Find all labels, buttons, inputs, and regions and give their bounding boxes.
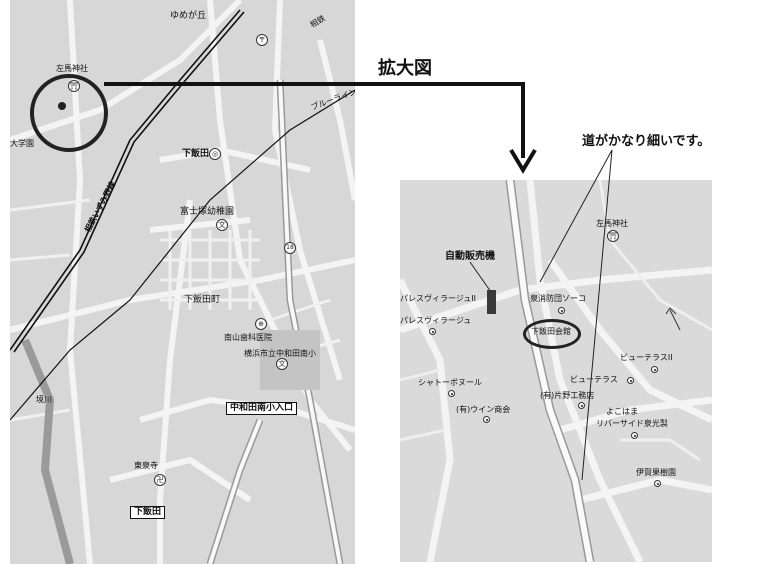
poi-dot-icon: [631, 432, 638, 439]
shrine-icon: ⛩: [607, 230, 619, 242]
label-katano: (有)片野工務店: [540, 391, 595, 400]
label-fujitsuka: 富士塚幼稚園: [180, 207, 235, 217]
overview-map-roads: [10, 0, 355, 564]
road-note: 道がかなり細いです。: [582, 134, 711, 149]
poi-dot-icon: [429, 328, 436, 335]
label-shimoiida-town: 下飯田町: [184, 295, 221, 305]
post-office-icon: 〒: [256, 34, 268, 46]
label-palace: パレスヴィラージュ: [400, 316, 472, 325]
zoomed-map-roads: [400, 180, 712, 562]
poi-dot-icon: [578, 402, 585, 409]
poi-dot-icon: [483, 416, 490, 423]
dental-icon: ⊕: [255, 318, 267, 330]
label-iga: 伊賀果樹園: [636, 468, 676, 477]
label-ueno: (有)ウイン商会: [456, 405, 511, 414]
label-shimoiida-bottom: 下飯田: [130, 506, 166, 519]
label-yumegaoka: ゆめが丘: [170, 11, 207, 21]
zoomed-map[interactable]: ⛩ 左馬神社 パレスヴィラージュII パレスヴィラージュ シャトーボヌール (有…: [400, 180, 712, 562]
school-icon: 文: [276, 358, 288, 370]
label-tosenji: 東泉寺: [134, 461, 158, 470]
poi-dot-icon: [448, 390, 455, 397]
label-nakawada-entrance: 中和田南小入口: [226, 402, 298, 415]
overview-map[interactable]: ⛩ 〒 文 ⊕ 文 卍 ◎ 18 ゆめが丘 左馬神社 大学園 下飯田 富士塚幼稚…: [10, 0, 355, 564]
down-arrow-icon: [509, 148, 537, 174]
vending-pointer-line: [469, 261, 492, 293]
label-view: ビューテラス: [570, 375, 618, 384]
kaikan-highlight: [523, 319, 581, 349]
label-riverside2: リバーサイド泉光製: [596, 419, 668, 428]
poi-dot-icon: [627, 377, 634, 384]
label-palace2: パレスヴィラージュII: [400, 294, 476, 303]
label-chateau: シャトーボヌール: [418, 378, 482, 387]
note-pointer-line: [581, 149, 613, 481]
temple-icon: 卍: [154, 474, 166, 486]
connector-arrow-line: [104, 82, 525, 158]
route-shield-icon: 18: [284, 242, 296, 254]
highlight-circle: [30, 74, 108, 152]
label-view2: ビューテラスII: [620, 353, 673, 362]
label-shimoiida-station: 下飯田: [182, 149, 210, 159]
school-icon: 文: [216, 219, 228, 231]
zoom-title: 拡大図: [378, 58, 432, 79]
label-samabashrine-left: 左馬神社: [56, 64, 88, 73]
label-riverside: よこはま: [606, 407, 638, 416]
label-sakaigawa: 境川: [36, 395, 52, 404]
note-pointer-line: [539, 149, 613, 283]
label-dental: 南山歯科医院: [224, 333, 272, 342]
label-fire-sou: 泉消防団ソーコ: [530, 294, 586, 303]
label-kaikan: 下飯田会館: [531, 327, 571, 336]
label-gakuen: 大学園: [10, 139, 34, 148]
location-marker-icon: [58, 102, 66, 110]
vending-machine-marker: [487, 290, 496, 314]
label-samabashrine-right: 左馬神社: [596, 219, 628, 228]
station-icon: ◎: [209, 148, 221, 160]
vending-machine-label: 自動販売機: [445, 251, 495, 262]
label-nakawada-school: 横浜市立中和田南小: [244, 349, 316, 358]
poi-dot-icon: [651, 366, 658, 373]
poi-dot-icon: [654, 480, 661, 487]
poi-dot-icon: [558, 307, 565, 314]
